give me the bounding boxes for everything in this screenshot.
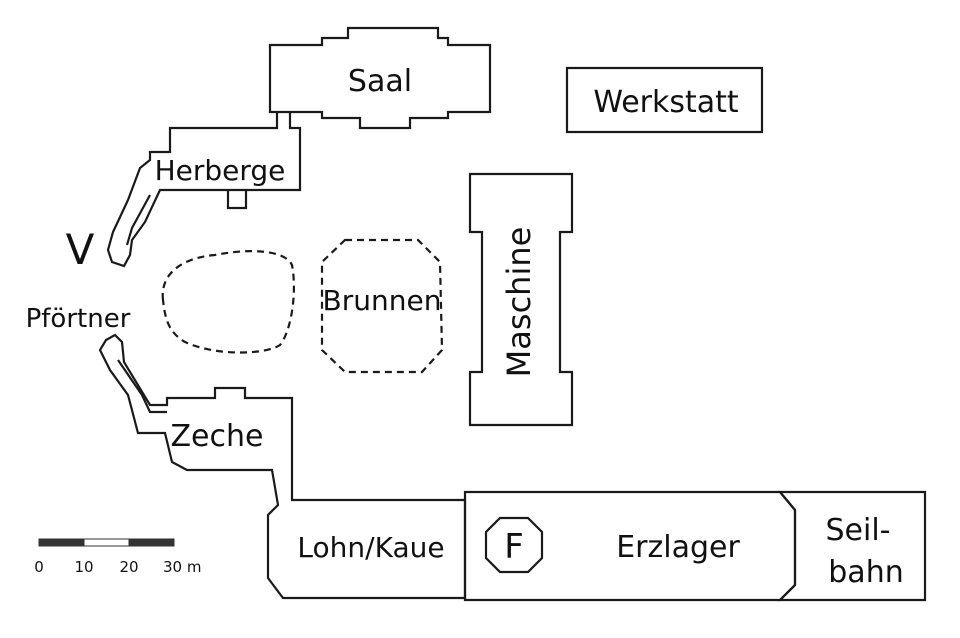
brunnen-label: Brunnen xyxy=(323,284,442,317)
maschine-outline xyxy=(468,172,574,427)
f-marker: F xyxy=(504,527,524,567)
brunnen-dashed-octagon xyxy=(320,238,444,374)
scale-bar-segment-2 xyxy=(83,538,130,547)
scale-bar: 0 10 20 30 m xyxy=(34,538,201,576)
herberge-label: Herberge xyxy=(155,154,286,187)
scale-bar-segment-1 xyxy=(38,538,85,547)
pfoertner-inner-line xyxy=(117,359,167,414)
saal-outline xyxy=(268,26,492,130)
maschine-label: Maschine xyxy=(500,227,538,378)
herberge-annex xyxy=(226,190,248,210)
seilbahn-label-line1: Seil- xyxy=(826,513,891,548)
herberge-inner-line xyxy=(125,194,151,246)
f-octagon xyxy=(484,516,544,574)
lohn-kaue-label: Lohn/Kaue xyxy=(297,531,444,564)
scale-bar-segment-3 xyxy=(128,538,175,547)
scale-tick-0: 0 xyxy=(34,558,44,576)
herberge-outline xyxy=(106,112,302,268)
saal-label: Saal xyxy=(348,64,412,99)
courtyard-dashed-oval xyxy=(161,250,295,354)
erzlager-label: Erzlager xyxy=(616,530,740,565)
scale-tick-20: 20 xyxy=(119,558,138,576)
scale-tick-10: 10 xyxy=(74,558,93,576)
pfoertner-label: Pförtner xyxy=(26,304,131,334)
zeche-label: Zeche xyxy=(171,419,264,454)
seilbahn-outline xyxy=(777,490,927,602)
seilbahn-label-line2: bahn xyxy=(828,555,903,590)
scale-tick-30m: 30 m xyxy=(163,558,201,576)
v-marker: V xyxy=(66,225,95,274)
werkstatt-outline xyxy=(565,66,764,134)
werkstatt-label: Werkstatt xyxy=(593,85,739,120)
